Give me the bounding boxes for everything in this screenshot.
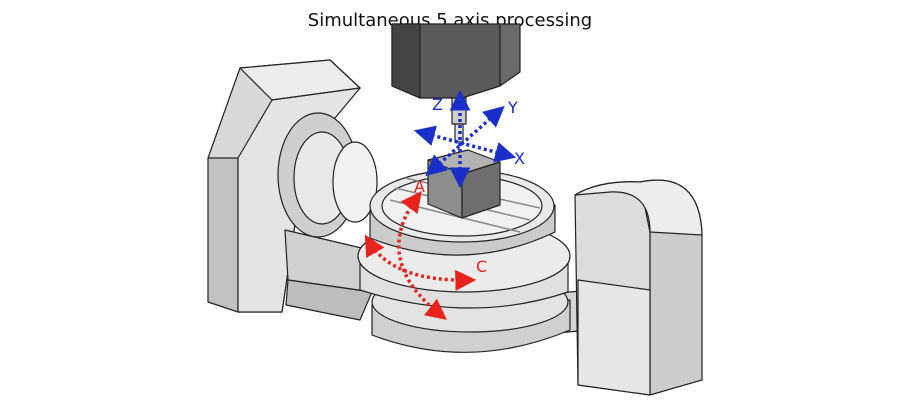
linear-axes (413, 89, 517, 189)
c-axis-arc (364, 234, 477, 291)
workpiece-block (427, 149, 501, 219)
left-support-tower (207, 59, 378, 313)
axis-label-a: A (414, 177, 425, 196)
spindle-head (391, 23, 521, 143)
diagram-title: Simultaneous 5 axis processing (307, 10, 593, 31)
rotary-axes (364, 190, 477, 320)
axis-label-x: X (514, 149, 525, 168)
axis-label-c: C (476, 257, 487, 276)
axis-label-y: Y (507, 98, 518, 117)
right-support-tower (574, 179, 703, 396)
axis-label-z: Z (432, 95, 443, 114)
